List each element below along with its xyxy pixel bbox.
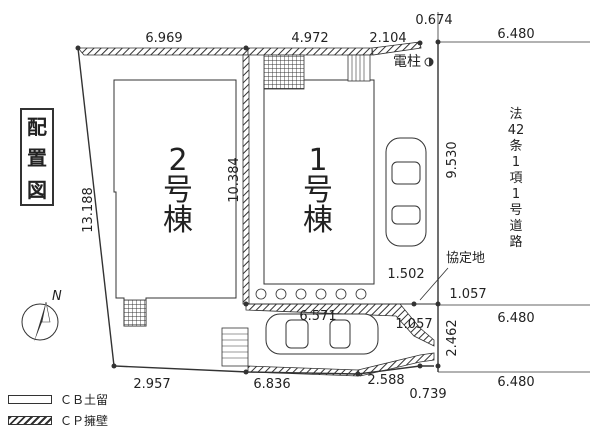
svg-text:道: 道	[509, 219, 522, 234]
dim-bottom-mid: 6.836	[253, 377, 290, 392]
dim-1502: 1.502	[387, 267, 424, 282]
car-icon	[385, 137, 427, 247]
dim-divider: 10.384	[227, 157, 242, 203]
agreement-area-label: 協定地	[446, 251, 485, 266]
plan-title: 配 置 図	[20, 108, 54, 206]
title-char-3: 図	[27, 177, 47, 202]
shrub-row	[255, 288, 367, 300]
dim-top-left: 6.969	[145, 31, 182, 46]
dim-1057-b: 1.057	[395, 317, 432, 332]
svg-text:路: 路	[509, 234, 522, 250]
dim-6571: 6.571	[299, 309, 336, 324]
dim-bottom-corner: 0.739	[409, 387, 446, 402]
boundary-markers	[75, 39, 441, 377]
legend-swatch-plain	[8, 395, 52, 404]
legend-swatch-hatch	[8, 416, 52, 425]
legend-cp: ＣＰ擁壁	[8, 412, 108, 429]
stairs-top	[347, 54, 371, 82]
dim-bottom-left: 2.957	[133, 377, 170, 392]
retaining-wall-divider	[242, 54, 250, 305]
building-1-number: 1	[308, 143, 327, 178]
building-1-footprint	[263, 79, 375, 285]
dim-road-bottom: 6.480	[497, 375, 534, 390]
building-2-number: 2	[168, 143, 187, 178]
dim-2462: 2.462	[445, 319, 460, 356]
title-char-1: 配	[27, 115, 47, 140]
dim-top-mid: 4.972	[291, 31, 328, 46]
dim-bottom-small: 2.588	[367, 373, 404, 388]
legend-label-cb: ＣＢ土留	[60, 393, 109, 407]
building-1-char-2: 棟	[303, 203, 333, 238]
title-char-2: 置	[27, 146, 47, 171]
north-arrow-icon: N	[21, 289, 62, 342]
building-2-char-2: 棟	[163, 203, 193, 238]
pole-label: 電柱	[393, 54, 421, 70]
retaining-wall-bottom-mid	[247, 365, 359, 377]
dim-top-small: 2.104	[369, 31, 406, 46]
svg-text:1: 1	[512, 155, 520, 170]
dim-road-top: 6.480	[497, 27, 534, 42]
retaining-wall-top-right	[371, 41, 422, 56]
svg-text:条: 条	[509, 138, 522, 154]
road-label: 法 42 条 1 項 1 号 道 路	[508, 107, 525, 250]
legend-label-cp: ＣＰ擁壁	[60, 414, 109, 428]
building-2-entrance	[123, 299, 147, 327]
svg-text:号: 号	[509, 203, 522, 218]
retaining-wall-bottom-right	[357, 352, 435, 377]
dim-right-side: 9.530	[445, 141, 460, 178]
retaining-wall-top-left	[77, 47, 249, 56]
svg-text:法: 法	[509, 107, 522, 122]
stairs-bottom	[221, 327, 249, 367]
building-1-char-1: 号	[303, 173, 333, 208]
legend-cb: ＣＢ土留	[8, 391, 108, 408]
dim-top-corner: 0.674	[415, 13, 452, 28]
retaining-wall-top-mid	[247, 47, 373, 56]
svg-text:42: 42	[508, 123, 525, 138]
dim-1057-a: 1.057	[449, 287, 486, 302]
building-2-char-1: 号	[163, 173, 193, 208]
svg-text:項: 項	[509, 171, 522, 186]
car-icon-2	[265, 313, 379, 355]
retaining-wall-mid	[245, 303, 435, 347]
building-1-entrance	[263, 54, 305, 90]
dim-left-side: 13.188	[81, 187, 96, 233]
svg-text:N: N	[52, 289, 62, 304]
svg-text:1: 1	[512, 187, 520, 202]
dim-road-mid: 6.480	[497, 311, 534, 326]
